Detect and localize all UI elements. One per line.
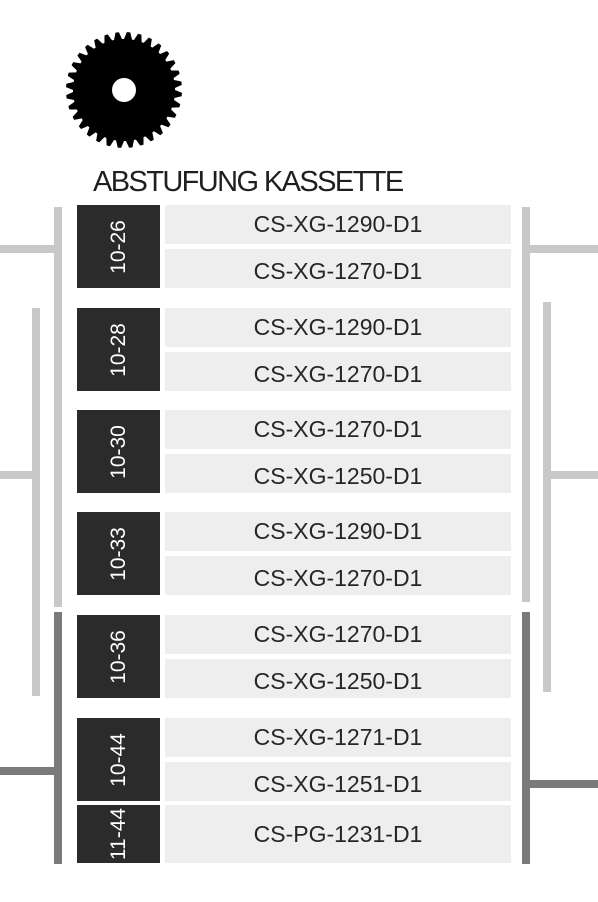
range-label: 11-44 xyxy=(77,805,160,863)
left-bracket-upper xyxy=(54,207,62,607)
right-bracket-middle-connector xyxy=(547,471,598,479)
cassette-row: CS-XG-1270-D1 xyxy=(165,249,511,288)
range-label: 10-28 xyxy=(77,308,160,391)
range-group: 10-44 CS-XG-1271-D1 CS-XG-1251-D1 xyxy=(77,718,511,801)
left-bracket-lower xyxy=(54,612,62,864)
cassette-row: CS-XG-1290-D1 xyxy=(165,512,511,551)
left-bracket-middle-connector xyxy=(0,471,36,479)
range-group: 10-28 CS-XG-1290-D1 CS-XG-1270-D1 xyxy=(77,308,511,391)
cassette-row: CS-XG-1250-D1 xyxy=(165,659,511,698)
cassette-row: CS-XG-1290-D1 xyxy=(165,205,511,244)
cassette-row: CS-XG-1251-D1 xyxy=(165,762,511,801)
right-bracket-middle xyxy=(543,302,551,692)
cassette-row: CS-XG-1270-D1 xyxy=(165,410,511,449)
cassette-row: CS-XG-1271-D1 xyxy=(165,718,511,757)
cassette-row: CS-PG-1231-D1 xyxy=(165,805,511,863)
range-label: 10-36 xyxy=(77,615,160,698)
range-group: 10-26 CS-XG-1290-D1 CS-XG-1270-D1 xyxy=(77,205,511,288)
cassette-gradation-title: ABSTUFUNG KASSETTE xyxy=(93,166,404,198)
range-label: 10-44 xyxy=(77,718,160,801)
left-bracket-middle xyxy=(32,308,40,696)
right-bracket-lower-connector xyxy=(526,780,598,788)
range-group: 11-44 CS-PG-1231-D1 xyxy=(77,805,511,863)
left-bracket-lower-connector xyxy=(0,767,58,775)
right-bracket-lower xyxy=(522,612,530,864)
right-bracket-upper xyxy=(522,207,530,602)
range-group: 10-33 CS-XG-1290-D1 CS-XG-1270-D1 xyxy=(77,512,511,595)
cassette-row: CS-XG-1270-D1 xyxy=(165,352,511,391)
range-label: 10-26 xyxy=(77,205,160,288)
left-bracket-upper-connector xyxy=(0,245,58,253)
cassette-row: CS-XG-1290-D1 xyxy=(165,308,511,347)
range-label: 10-33 xyxy=(77,512,160,595)
range-group: 10-36 CS-XG-1270-D1 CS-XG-1250-D1 xyxy=(77,615,511,698)
cassette-row: CS-XG-1270-D1 xyxy=(165,615,511,654)
range-group: 10-30 CS-XG-1270-D1 CS-XG-1250-D1 xyxy=(77,410,511,493)
chainring-sprocket-icon xyxy=(66,32,182,148)
cassette-row: CS-XG-1270-D1 xyxy=(165,556,511,595)
range-label: 10-30 xyxy=(77,410,160,493)
cassette-row: CS-XG-1250-D1 xyxy=(165,454,511,493)
right-bracket-upper-connector xyxy=(526,245,598,253)
